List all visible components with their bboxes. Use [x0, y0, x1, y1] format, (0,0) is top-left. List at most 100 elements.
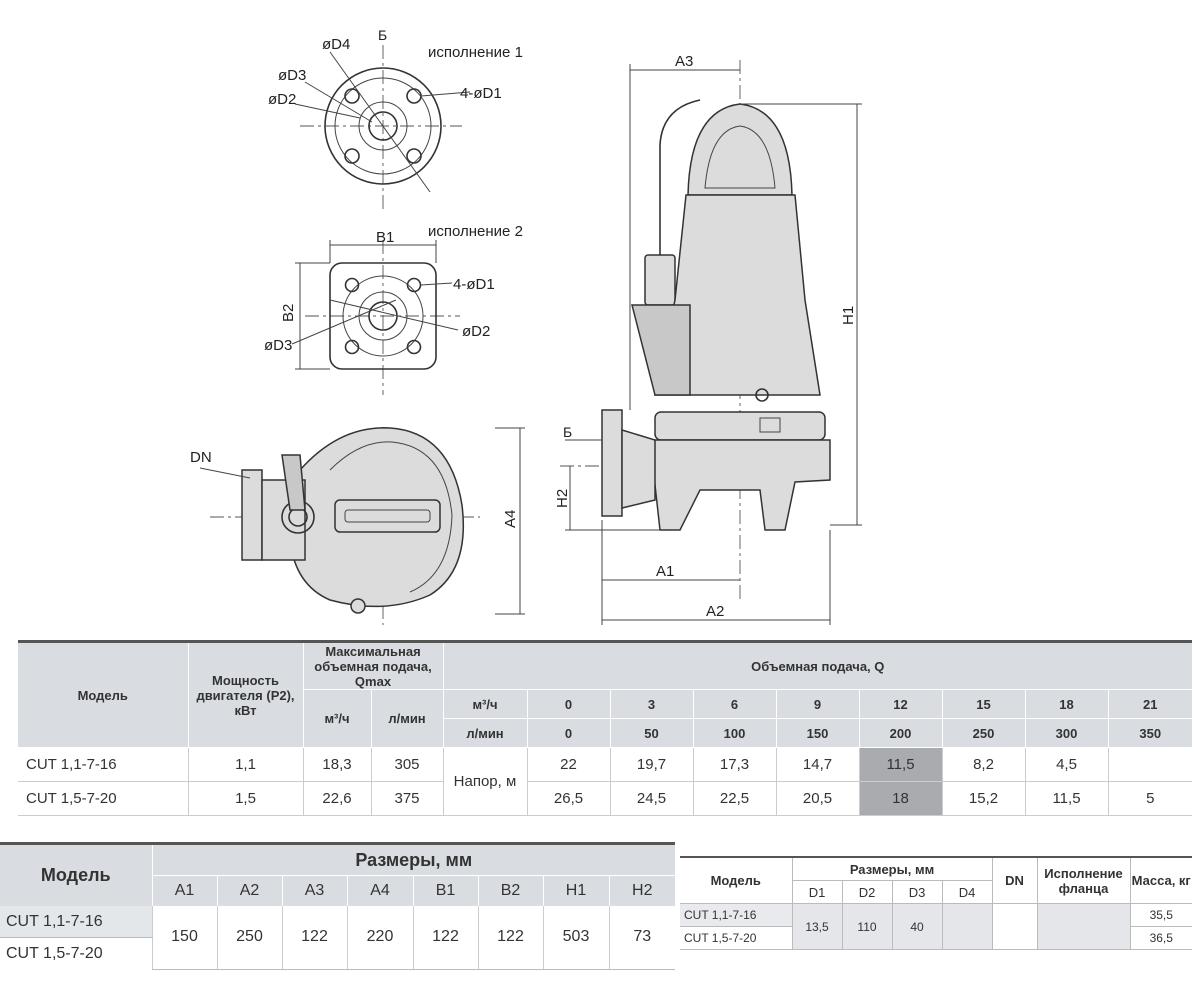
label-version-1: исполнение 1	[428, 44, 523, 61]
flange-header-model: Модель	[680, 857, 792, 904]
power-value: 1,5	[187, 781, 303, 816]
label-version-2: исполнение 2	[428, 223, 523, 240]
label-a2: A2	[706, 603, 724, 620]
label-d2-v1: øD2	[268, 91, 296, 108]
label-dn: DN	[190, 449, 212, 466]
bolt-hole	[344, 148, 360, 164]
perf-header-qmax-l: л/мин	[370, 689, 443, 748]
bolt-hole	[406, 339, 422, 355]
dims-header-model: Модель	[0, 843, 152, 906]
head-value-highlighted: 18	[858, 781, 942, 816]
flange-col: D3	[891, 880, 942, 904]
lmin-value: 150	[775, 718, 859, 748]
label-b-top: Б	[378, 27, 387, 43]
cutter-blade	[334, 499, 441, 533]
technical-drawing: øD4 Б исполнение 1 øD3 øD2 4-øD1 B1 испо…	[190, 27, 862, 625]
model-name: CUT 1,5-7-20	[18, 781, 188, 816]
model-name: CUT 1,1-7-16	[0, 906, 152, 938]
table-row: CUT 1,1-7-16 13,5 110 40 35,5	[680, 903, 1192, 950]
square-flange	[329, 262, 437, 370]
pump-bottom-view: DN A4	[190, 427, 525, 625]
head-label: Напор, м	[442, 747, 527, 816]
pump-volute	[649, 439, 831, 531]
dim-value: 150	[151, 906, 217, 970]
perf-header-flow: Объемная подача, Q	[442, 641, 1192, 690]
dims-col: B2	[477, 875, 543, 906]
lmin-value: 200	[858, 718, 942, 748]
head-value: 17,3	[692, 747, 776, 782]
m3-value: 0	[526, 689, 610, 719]
performance-table: Модель Мощность двигателя (P2), кВт Макс…	[18, 640, 1192, 816]
flange-header-title: Размеры, мм	[791, 857, 992, 881]
label-d1-v2: 4-øD1	[453, 276, 495, 293]
bolt-hole	[344, 339, 360, 355]
flange-header-version: Исполнение фланца	[1036, 857, 1130, 904]
label-d3-v1: øD3	[278, 67, 306, 84]
label-a1: A1	[656, 563, 674, 580]
dim-value: 250	[216, 906, 282, 970]
dim-value: 220	[346, 906, 413, 970]
head-value: 22	[526, 747, 610, 782]
dims-col: B1	[412, 875, 478, 906]
dim-value: 73	[608, 906, 675, 970]
flange-outer-circle	[324, 67, 442, 185]
head-value: 5	[1107, 781, 1192, 816]
perf-header-qmax-m3: м³/ч	[302, 689, 371, 748]
label-d3-v2: øD3	[264, 337, 292, 354]
dims-col: A3	[281, 875, 347, 906]
flange-col: D4	[941, 880, 992, 904]
label-b2: B2	[280, 304, 297, 322]
bolt-hole	[406, 88, 422, 104]
m3-value: 6	[692, 689, 776, 719]
dn-value	[991, 903, 1037, 950]
power-value: 1,1	[187, 747, 303, 782]
head-value: 20,5	[775, 781, 859, 816]
m3-value: 9	[775, 689, 859, 719]
dim-value: 503	[542, 906, 609, 970]
discharge-flange	[601, 409, 623, 517]
bolt-hole	[406, 277, 422, 293]
head-value	[1107, 747, 1192, 782]
lmin-value: 0	[526, 718, 610, 748]
m3-value: 21	[1107, 689, 1192, 719]
pump-handle	[687, 103, 793, 196]
mass-value: 36,5	[1129, 926, 1192, 950]
dim-value: 122	[281, 906, 347, 970]
head-value: 26,5	[526, 781, 610, 816]
perf-header-model: Модель	[18, 641, 188, 748]
flange-version-2-view: B1 исполнение 2 4-øD1 B2 øD2 øD3	[264, 223, 523, 395]
head-value: 11,5	[1024, 781, 1108, 816]
label-b-side: Б	[563, 424, 572, 440]
dims-col: H1	[542, 875, 609, 906]
model-name: CUT 1,1-7-16	[18, 747, 188, 782]
dims-col: A1	[151, 875, 217, 906]
flange-header-mass: Масса, кг	[1129, 857, 1192, 904]
dims-col: H2	[608, 875, 675, 906]
label-d1-v1: 4-øD1	[460, 85, 502, 102]
lmin-value: 50	[609, 718, 693, 748]
table-row: CUT 1,5-7-20 36,5	[680, 926, 1192, 950]
label-a3: A3	[675, 53, 693, 70]
m3-value: 3	[609, 689, 693, 719]
flange-value: 40	[891, 903, 942, 950]
dim-value: 122	[477, 906, 543, 970]
label-d2-v2: øD2	[462, 323, 490, 340]
table-row: CUT 1,1-7-16 150 250 122 220 122 122 503…	[0, 906, 675, 970]
flange-mass-table: Модель Размеры, мм DN Исполнение фланца …	[680, 856, 1192, 950]
flange-version-1-view: øD4 Б исполнение 1 øD3 øD2 4-øD1	[268, 27, 523, 210]
flange-value: 13,5	[791, 903, 842, 950]
perf-header-unit-m3: м³/ч	[442, 689, 527, 719]
qmax-l-value: 375	[370, 781, 443, 816]
flange-version-value	[1036, 903, 1130, 950]
head-value-highlighted: 11,5	[858, 747, 942, 782]
pump-side-view: A3 H1 Б H2 A1 A2	[554, 53, 862, 625]
lmin-value: 300	[1024, 718, 1108, 748]
label-d4: øD4	[322, 36, 350, 53]
label-a4: A4	[502, 510, 519, 528]
lmin-value: 250	[941, 718, 1025, 748]
perf-header-unit-lmin: л/мин	[442, 718, 527, 748]
qmax-m3-value: 18,3	[302, 747, 371, 782]
mass-value: 35,5	[1129, 903, 1192, 927]
flange-header-dn: DN	[991, 857, 1037, 904]
head-value: 22,5	[692, 781, 776, 816]
